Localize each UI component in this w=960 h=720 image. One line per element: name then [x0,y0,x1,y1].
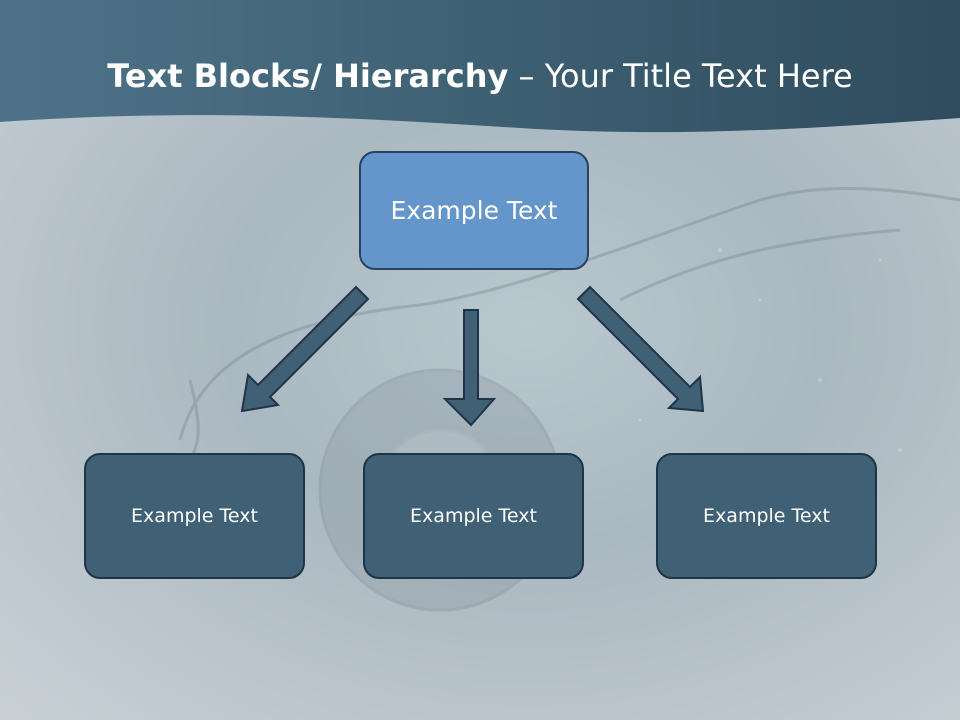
title-bold: Text Blocks/ Hierarchy [107,57,509,95]
child-box-label: Example Text [703,505,830,527]
child-box-label: Example Text [131,505,258,527]
page-title: Text Blocks/ Hierarchy – Your Title Text… [0,52,960,100]
child-box-label: Example Text [410,505,537,527]
header-band [0,0,960,133]
arrow-left [240,285,370,413]
top-box-label: Example Text [390,196,558,225]
arrow-center [442,309,497,427]
title-separator: – [508,57,545,95]
child-box-left: Example Text [84,453,305,579]
title-rest: Your Title Text Here [544,57,853,95]
child-box-right: Example Text [656,453,877,579]
top-box: Example Text [359,151,589,270]
arrow-right [576,285,705,413]
child-box-center: Example Text [363,453,584,579]
